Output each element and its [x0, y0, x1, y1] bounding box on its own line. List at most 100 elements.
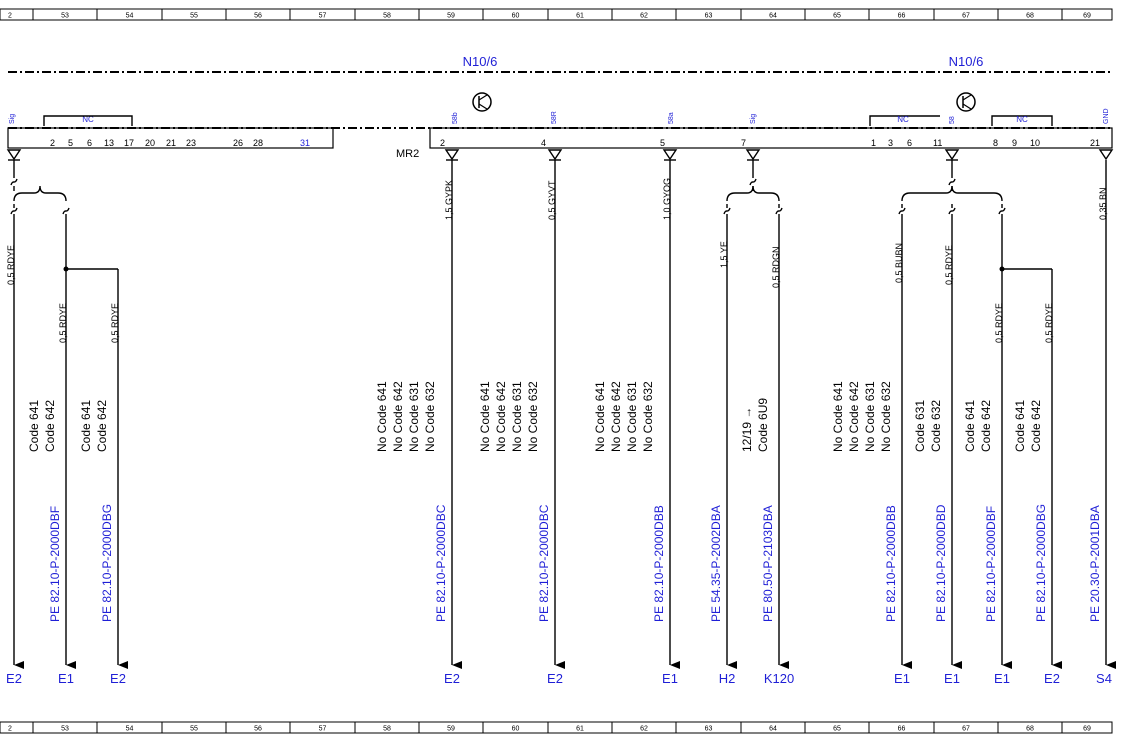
ruler-column-number: 53: [61, 726, 69, 733]
code-condition: Code 6U9: [756, 398, 770, 452]
code-condition: No Code 631: [510, 381, 524, 452]
wire-label: 0,5 BUBN: [894, 243, 904, 283]
wire-label: 0,5 RDGN: [771, 246, 781, 288]
ruler-column-number: 66: [898, 726, 906, 733]
code-condition: No Code 632: [423, 381, 437, 452]
code-condition: 12/19 →: [740, 407, 754, 452]
pin-number: 2: [440, 138, 445, 148]
ruler-column-number: 53: [61, 13, 69, 20]
ruler-column-number: 69: [1083, 13, 1091, 20]
destination-label: E2: [110, 671, 126, 686]
pin-name: 58R: [551, 111, 558, 124]
pin-name: Sig: [9, 114, 16, 124]
ruler-column-number: 68: [1026, 13, 1034, 20]
pin-number: 6: [907, 138, 912, 148]
pin-number: 7: [741, 138, 746, 148]
wire-label: 1,0 GYOG: [662, 178, 672, 220]
code-condition: Code 641: [27, 400, 41, 452]
ruler-column-number: 65: [833, 726, 841, 733]
ruler-column-number: 56: [254, 13, 262, 20]
wire-label: 0,5 RDYE: [58, 303, 68, 343]
ruler-column-number: 60: [512, 726, 520, 733]
transistor-icon: [956, 92, 976, 112]
pin-number: 21: [1090, 138, 1100, 148]
code-condition: Code 642: [979, 400, 993, 452]
wire-label: 1,5 YE: [719, 241, 729, 268]
ruler-column-number: 2: [8, 13, 12, 20]
document-reference: PE 82.10-P-2000DBG: [1034, 504, 1048, 622]
ruler-column-number: 62: [640, 726, 648, 733]
ruler-column-number: 64: [769, 13, 777, 20]
transistor-icon: [472, 92, 492, 112]
pin-number: 5: [660, 138, 665, 148]
code-condition: No Code 642: [494, 381, 508, 452]
ruler-column-number: 68: [1026, 726, 1034, 733]
left-connector-block: Sig NC 2 5 6 13 17 20 21 23 26 28 31: [7, 114, 334, 149]
wire-label: 0,35 BN: [1098, 187, 1108, 220]
document-reference: PE 82.10-P-2000DBB: [884, 505, 898, 622]
pin-number: 13: [104, 138, 114, 148]
code-condition: No Code 631: [863, 381, 877, 452]
mr2-connector-block: MR2 2 4 5 7 11 21 1 3 6 8 9 10 58b 58R 5…: [396, 108, 1113, 160]
code-condition: No Code 642: [609, 381, 623, 452]
pin-number: 23: [186, 138, 196, 148]
code-condition: No Code 632: [879, 381, 893, 452]
pin-number: 31: [300, 138, 310, 148]
pin-number: 4: [541, 138, 546, 148]
destination-label: K120: [764, 671, 794, 686]
ruler-column-number: 64: [769, 726, 777, 733]
document-reference: PE 80.50-P-2103DBA: [761, 505, 775, 622]
code-condition: Code 642: [95, 400, 109, 452]
nc-label: NC: [82, 115, 94, 124]
pin-number: 28: [253, 138, 263, 148]
code-condition: Code 641: [1013, 400, 1027, 452]
code-condition: Code 641: [79, 400, 93, 452]
pin-number: 10: [1030, 138, 1040, 148]
wire-label: 0,5 RDYE: [1044, 303, 1054, 343]
code-condition: Code 642: [43, 400, 57, 452]
wire-label: 0,5 GYVT: [547, 180, 557, 220]
destination-label: E1: [944, 671, 960, 686]
ruler-column-number: 67: [962, 726, 970, 733]
ruler-column-number: 58: [383, 13, 391, 20]
ruler-column-number: 61: [576, 726, 584, 733]
ruler-column-number: 67: [962, 13, 970, 20]
document-reference: PE 82.10-P-2000DBF: [984, 506, 998, 622]
nc-label: NC: [1016, 115, 1028, 124]
ruler-column-number: 63: [705, 726, 713, 733]
code-condition: No Code 632: [641, 381, 655, 452]
pin-number: 6: [87, 138, 92, 148]
code-condition: No Code 642: [391, 381, 405, 452]
code-condition: No Code 642: [847, 381, 861, 452]
document-reference: PE 82.10-P-2000DBG: [100, 504, 114, 622]
connector-label: MR2: [396, 148, 419, 160]
ruler-column-number: 57: [319, 13, 327, 20]
document-reference: PE 82.10-P-2000DBF: [48, 506, 62, 622]
document-reference: PE 82.10-P-2000DBB: [652, 505, 666, 622]
document-reference: PE 82.10-P-2000DBD: [934, 504, 948, 622]
pin-number: 2: [50, 138, 55, 148]
destination-label: E1: [894, 671, 910, 686]
pin-number: 1: [871, 138, 876, 148]
code-condition: No Code 632: [526, 381, 540, 452]
destination-label: S4: [1096, 671, 1112, 686]
pin-name: 58b: [452, 112, 459, 124]
ruler-column-number: 55: [190, 13, 198, 20]
pin-name: Sig: [750, 114, 757, 124]
ruler-column-number: 59: [447, 726, 455, 733]
ruler-column-number: 65: [833, 13, 841, 20]
code-condition: Code 631: [913, 400, 927, 452]
ruler-column-number: 63: [705, 13, 713, 20]
destination-label: H2: [719, 671, 736, 686]
destination-label: E1: [58, 671, 74, 686]
pin-number: 9: [1012, 138, 1017, 148]
wire-label: 0,5 RDYE: [6, 245, 16, 285]
ruler-column-number: 59: [447, 13, 455, 20]
document-reference: PE 82.10-P-2000DBC: [537, 504, 551, 622]
module-label: N10/6: [463, 54, 498, 69]
code-condition: No Code 641: [375, 381, 389, 452]
pin-name: GND: [1103, 108, 1110, 124]
document-reference: PE 82.10-P-2000DBC: [434, 504, 448, 622]
